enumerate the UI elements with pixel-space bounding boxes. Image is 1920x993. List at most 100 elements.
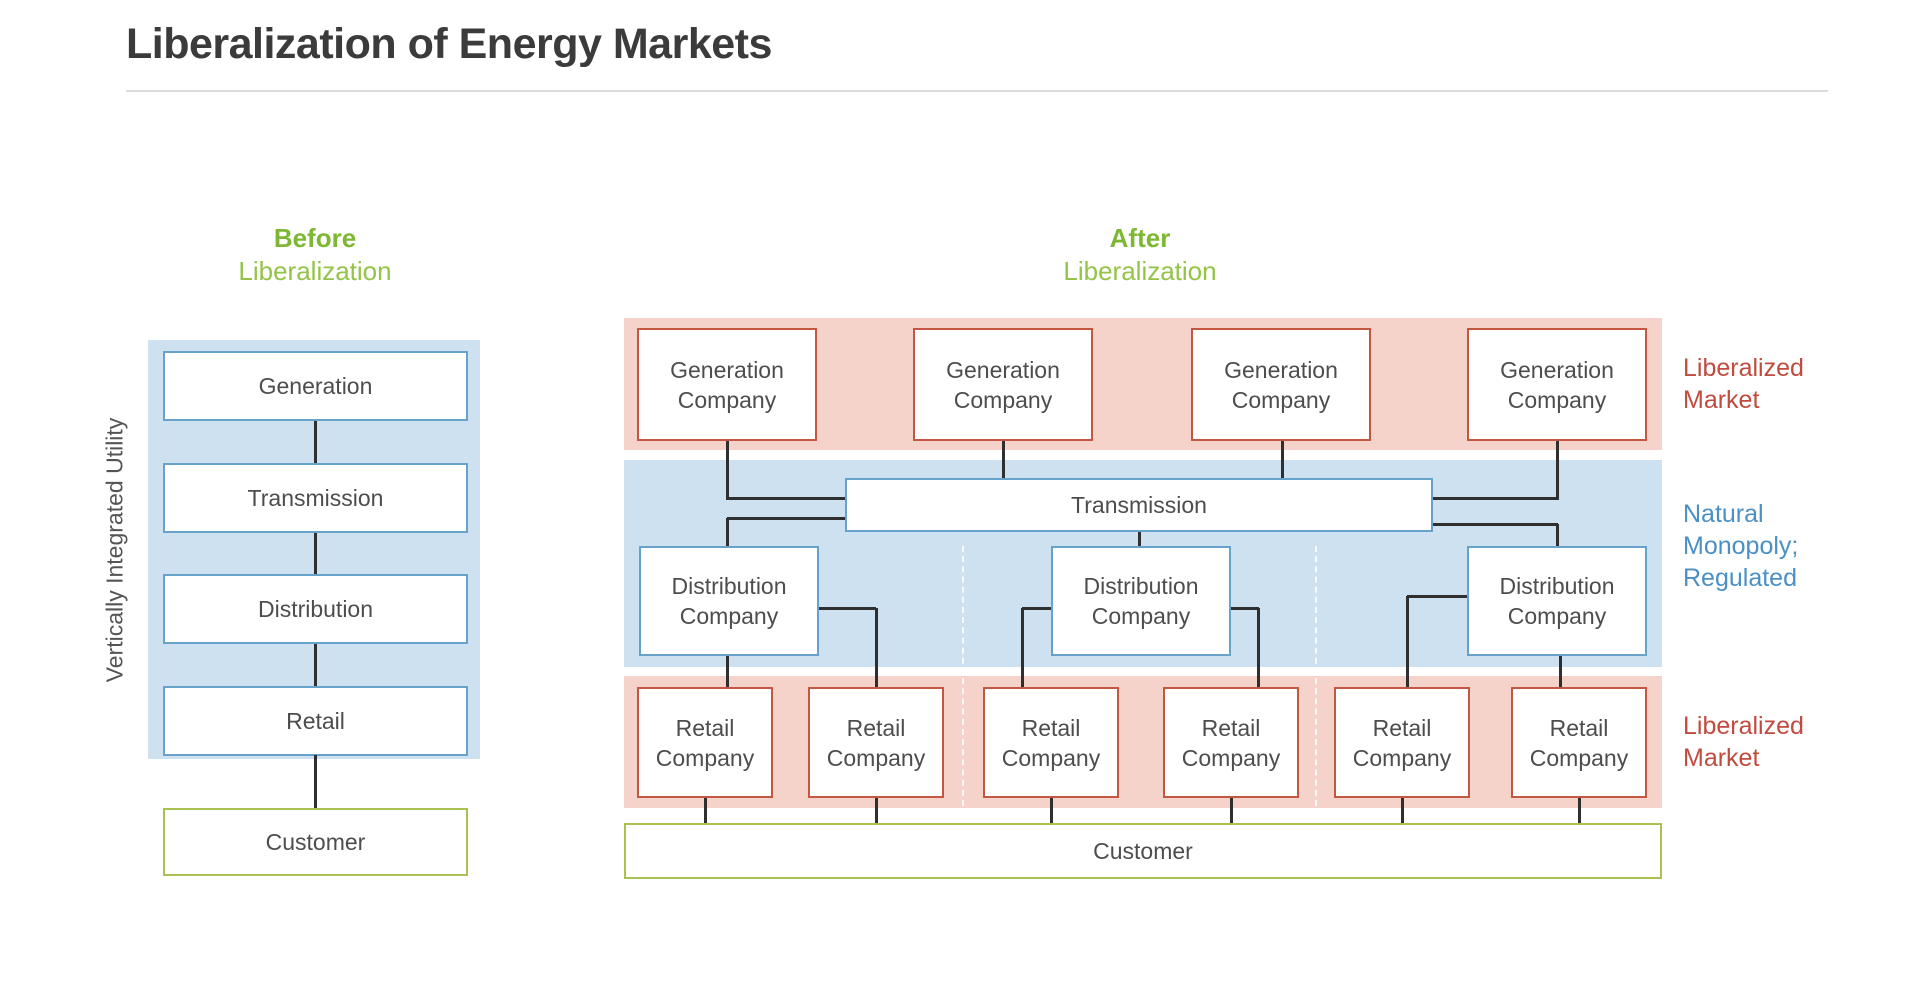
connector-line [1020,608,1024,687]
connector-line [1405,596,1409,687]
before-customer-box: Customer [163,808,468,876]
connector-line [703,798,707,823]
connector-line [1400,798,1404,823]
after-customer-box-label: Customer [1093,838,1193,864]
retail-company-box-3-label: Company [1001,744,1101,771]
generation-company-box-4-label: Generation [1500,356,1614,383]
connector-line [313,533,317,574]
before-heading-bold: Before [273,223,357,253]
connector-line [1558,656,1562,687]
vertically-integrated-utility-label: Vertically Integrated Utility [101,417,128,683]
annotation-natural-monopoly-line: Monopoly; [1683,532,1799,560]
annotation-liberalized-market-top-line: Market [1683,386,1760,414]
connector-line [1137,532,1141,546]
connector-line [727,516,845,520]
connector-line [874,608,878,687]
connector-line [725,518,729,546]
before-box-transmission-label: Transmission [247,485,384,511]
connector-line [1577,798,1581,823]
connector-line [725,441,729,500]
distribution-company-box-1-label: Company [679,603,779,629]
before-box-generation-label: Generation [258,373,373,399]
before-box-retail-label: Retail [286,708,345,734]
generation-company-box-1-label: Generation [670,356,784,383]
after-heading-light: Liberalization [1063,256,1217,286]
connector-line [313,755,317,808]
generation-company-box-1-label: Company [677,386,777,413]
connector-line [1231,606,1259,610]
retail-company-box-5-label: Company [1352,744,1452,771]
connector-line [725,656,729,687]
retail-company-box-6-label: Company [1529,744,1629,771]
connector-line [313,421,317,463]
retail-market-band [624,676,1662,808]
generation-company-box-3-label: Generation [1224,356,1338,383]
connector-line [1555,441,1559,500]
distribution-company-box-1-label: Distribution [671,573,787,599]
retail-company-box-3-label: Retail [1021,714,1081,741]
retail-company-box-4-label: Retail [1201,714,1261,741]
retail-company-box-1-label: Company [655,744,755,771]
connector-line [819,606,876,610]
connector-line [313,644,317,686]
retail-company-box-5-label: Retail [1372,714,1432,741]
transmission-box: Transmission [845,478,1433,532]
distribution-company-box-3-label: Company [1507,603,1607,629]
generation-company-box-2-label: Generation [946,356,1060,383]
group-divider-dashed [1315,546,1317,806]
after-heading-bold: After [1109,223,1171,253]
connector-line [1256,608,1260,687]
annotation-natural-monopoly-line: Natural [1683,500,1764,528]
before-box-distribution-label: Distribution [257,596,374,622]
distribution-company-box-2-label: Company [1091,603,1191,629]
connector-line [1555,524,1559,546]
before-box-distribution: Distribution [163,574,468,644]
page-title: Liberalization of Energy Markets [126,20,772,68]
before-customer-box-label: Customer [265,829,366,855]
annotation-natural-monopoly-line: Regulated [1683,564,1797,592]
connector-line [1049,798,1053,823]
before-heading: Before Liberalization [238,222,391,288]
retail-company-box-4-label: Company [1181,744,1281,771]
connector-line [1407,594,1467,598]
connector-line [1229,798,1233,823]
annotation-liberalized-market-top-line: Liberalized [1683,354,1804,382]
after-heading: After Liberalization [1063,222,1216,288]
connector-line [727,496,846,500]
before-box-transmission: Transmission [163,463,468,533]
annotation-liberalized-market-bottom-line: Market [1683,744,1760,772]
title-rule [126,90,1828,92]
connector-line [1001,441,1005,478]
generation-company-box-2-label: Company [953,386,1053,413]
after-customer-box: Customer [624,823,1662,879]
before-box-generation: Generation [163,351,468,421]
retail-company-box-2-label: Retail [846,714,906,741]
before-heading-light: Liberalization [238,256,392,286]
distribution-company-box-2-label: Distribution [1083,573,1199,599]
transmission-box-label: Transmission [1071,492,1207,518]
retail-company-box-6-label: Retail [1549,714,1609,741]
generation-company-box-3-label: Company [1231,386,1331,413]
connector-line [1433,522,1558,526]
retail-company-box-2-label: Company [826,744,926,771]
distribution-company-box-3-label: Distribution [1499,573,1615,599]
connector-line [1433,496,1558,500]
retail-company-box-1-label: Retail [675,714,735,741]
connector-line [874,798,878,823]
